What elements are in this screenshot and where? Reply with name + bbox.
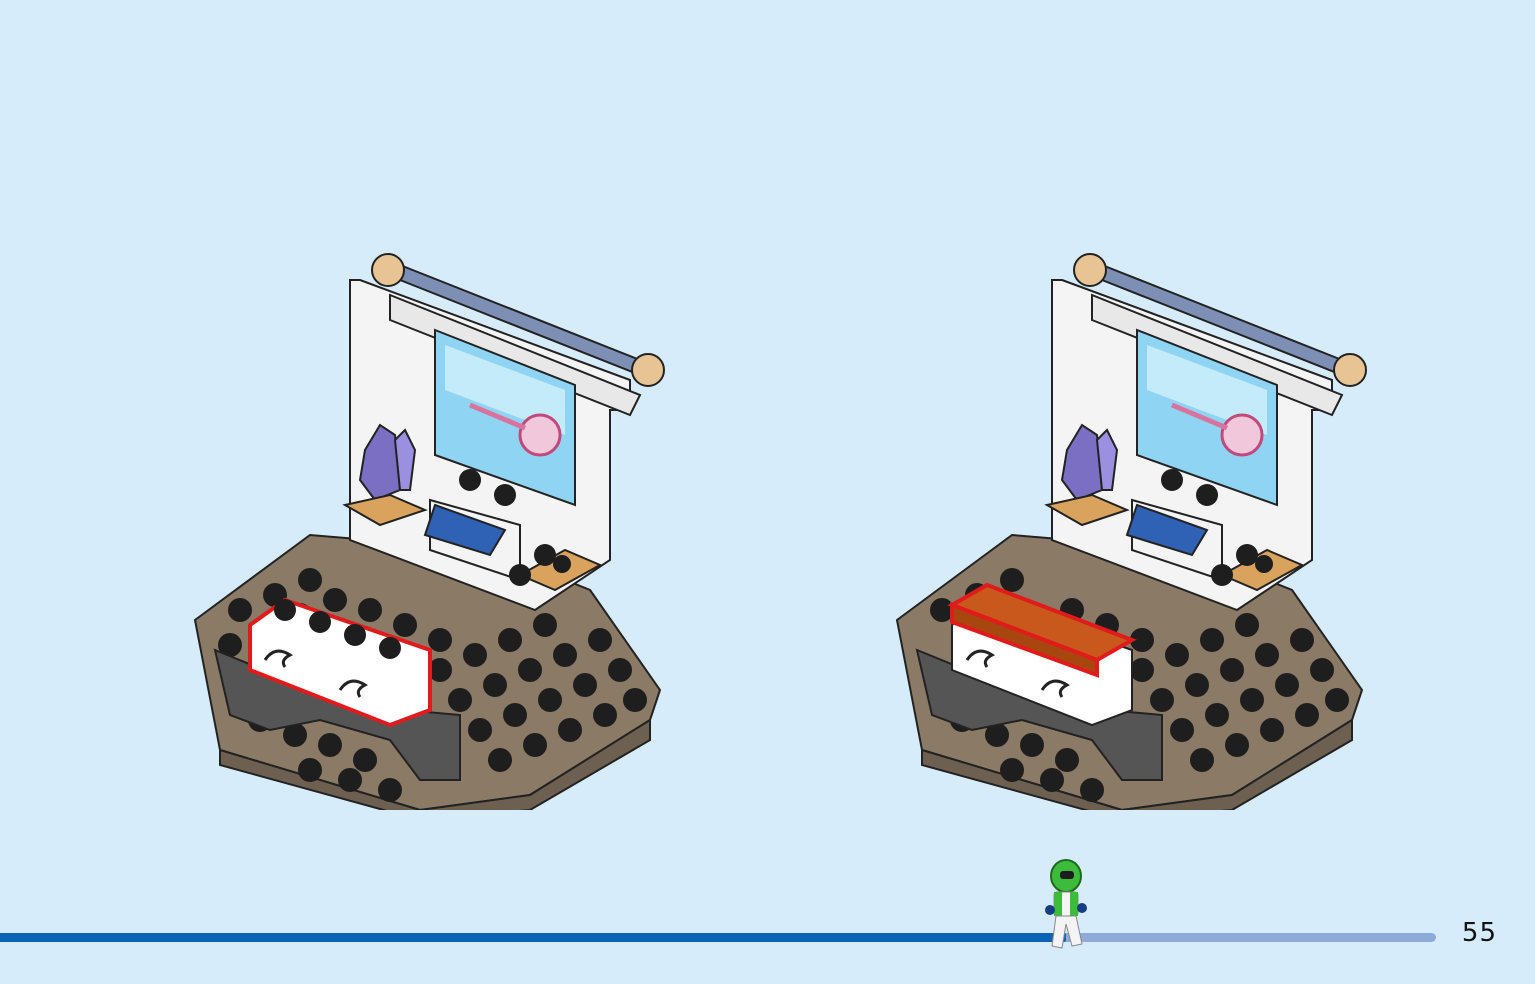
console-wall [349, 253, 665, 612]
console-wall [1051, 253, 1367, 612]
white-bricks-with-orange-tile [947, 582, 1137, 727]
page-progress-bar [0, 933, 1436, 942]
minifigure-runner-icon [1040, 858, 1092, 954]
control-panel [1125, 469, 1258, 586]
crystal [1060, 423, 1119, 502]
tan-tiles [342, 493, 603, 592]
build-step-right [892, 250, 1382, 810]
studs [930, 568, 1349, 802]
progress-fill [0, 933, 1066, 942]
page-number: 55 [1461, 918, 1497, 948]
tan-tiles [1044, 493, 1305, 592]
build-step-left [190, 250, 680, 810]
build-illustration-right [895, 253, 1367, 810]
build-illustration-left [193, 253, 665, 810]
highlighted-white-bricks [248, 597, 432, 728]
crystal [358, 423, 417, 502]
control-panel [423, 469, 556, 586]
